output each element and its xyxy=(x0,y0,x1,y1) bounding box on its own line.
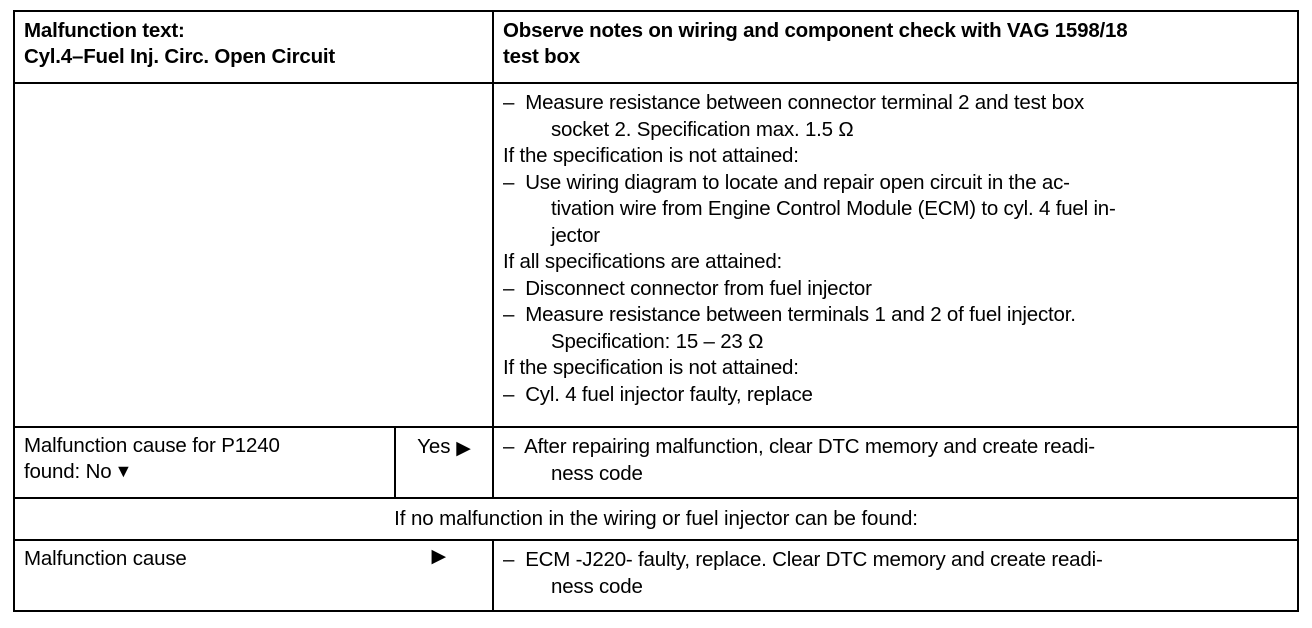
cause-found-yes-cell[interactable]: Yes ▶ xyxy=(394,426,494,499)
list-item: – After repairing malfunction, clear DTC… xyxy=(503,434,1289,487)
observe-notes-cell: Observe notes on wiring and component ch… xyxy=(492,10,1299,84)
dash-marker: – xyxy=(503,435,515,458)
malfunction-text-value: Cyl.4–Fuel Inj. Circ. Open Circuit xyxy=(24,45,336,68)
list-item-line: Disconnect connector from fuel injector xyxy=(525,276,872,300)
observe-notes-block: Observe notes on wiring and component ch… xyxy=(494,12,1297,77)
condition-line: If the specification is not attained: xyxy=(503,144,799,167)
list-item: – Disconnect connector from fuel injecto… xyxy=(503,276,1289,303)
cause-found-label-block: Malfunction cause for P1240 found: No▼ xyxy=(15,428,394,490)
triangle-down-icon[interactable]: ▼ xyxy=(114,460,133,481)
list-item-line: jector xyxy=(551,223,600,247)
dash-marker: – xyxy=(503,91,515,114)
table-row-banner: If no malfunction in the wiring or fuel … xyxy=(13,497,1299,541)
malfunction-text-block: Malfunction text: Cyl.4–Fuel Inj. Circ. … xyxy=(15,12,492,77)
table-row-steps: – Measure resistance between connector t… xyxy=(13,82,1299,428)
list-item-line: Specification: 15 – 23 Ω xyxy=(551,329,764,353)
triangle-right-icon[interactable]: ▶ xyxy=(431,546,447,567)
condition-line: If the specification is not attained: xyxy=(503,356,799,379)
malfunction-text-label: Malfunction text: xyxy=(24,19,185,42)
action-line-1: ECM -J220- faulty, replace. Clear DTC me… xyxy=(525,548,1103,571)
list-item: – ECM -J220- faulty, replace. Clear DTC … xyxy=(503,547,1289,600)
steps-empty-left-cell xyxy=(13,82,494,428)
yes-branch-label: Yes xyxy=(417,435,451,458)
list-item-line: Cyl. 4 fuel injector faulty, replace xyxy=(525,382,813,406)
list-item: – Measure resistance between connector t… xyxy=(503,90,1289,143)
list-item: – Cyl. 4 fuel injector faulty, replace xyxy=(503,382,1289,409)
diagnostic-table: Malfunction text: Cyl.4–Fuel Inj. Circ. … xyxy=(13,10,1299,612)
malfunction-text-cell: Malfunction text: Cyl.4–Fuel Inj. Circ. … xyxy=(13,10,494,84)
cause-found-label-line1: Malfunction cause for P1240 xyxy=(24,434,280,457)
dash-marker: – xyxy=(503,276,515,300)
dash-marker: – xyxy=(503,548,515,571)
observe-notes-line2: test box xyxy=(503,45,580,68)
table-row-header: Malfunction text: Cyl.4–Fuel Inj. Circ. … xyxy=(13,10,1299,84)
dash-marker: – xyxy=(503,382,515,406)
cause-found-label-line2-text: found: No xyxy=(24,459,112,483)
banner-text: If no malfunction in the wiring or fuel … xyxy=(394,507,918,530)
list-item: – Use wiring diagram to locate and repai… xyxy=(503,170,1289,250)
yes-branch-block[interactable]: Yes ▶ xyxy=(396,428,492,466)
observe-notes-line1: Observe notes on wiring and component ch… xyxy=(503,19,1128,42)
cause-final-action-cell: – ECM -J220- faulty, replace. Clear DTC … xyxy=(492,539,1299,612)
cause-final-action-block: – ECM -J220- faulty, replace. Clear DTC … xyxy=(494,541,1297,608)
dash-marker: – xyxy=(503,303,515,326)
cause-found-label-line2: found: No▼ xyxy=(24,459,386,485)
triangle-right-icon: ▶ xyxy=(456,438,471,459)
cause-found-action-block: – After repairing malfunction, clear DTC… xyxy=(494,428,1297,495)
list-item: – Measure resistance between terminals 1… xyxy=(503,302,1289,355)
list-item-line: socket 2. Specification max. 1.5 Ω xyxy=(551,117,854,141)
steps-cell: – Measure resistance between connector t… xyxy=(492,82,1299,428)
table-row-cause-final: Malfunction cause ▶ – ECM -J220- faulty,… xyxy=(13,539,1299,612)
steps-list: – Measure resistance between connector t… xyxy=(494,84,1297,416)
condition-line: If all specifications are attained: xyxy=(503,250,783,273)
cause-final-label: Malfunction cause xyxy=(24,547,187,570)
dash-marker: – xyxy=(503,170,515,194)
cause-found-label-cell: Malfunction cause for P1240 found: No▼ xyxy=(13,426,396,499)
action-line-1: After repairing malfunction, clear DTC m… xyxy=(524,435,1095,458)
list-item-line: Use wiring diagram to locate and repair … xyxy=(525,170,1070,194)
cause-final-label-cell: Malfunction cause ▶ xyxy=(13,539,494,612)
list-item-line: Measure resistance between connector ter… xyxy=(525,91,1085,114)
list-item-line: tivation wire from Engine Control Module… xyxy=(551,197,1116,220)
cause-final-label-block: Malfunction cause ▶ xyxy=(15,541,492,578)
action-line-2: ness code xyxy=(551,574,643,598)
action-line-2: ness code xyxy=(551,461,643,485)
list-item-line: Measure resistance between terminals 1 a… xyxy=(525,303,1076,326)
cause-found-action-cell: – After repairing malfunction, clear DTC… xyxy=(492,426,1299,499)
banner-cell: If no malfunction in the wiring or fuel … xyxy=(13,497,1299,541)
table-row-cause-found: Malfunction cause for P1240 found: No▼ Y… xyxy=(13,426,1299,499)
